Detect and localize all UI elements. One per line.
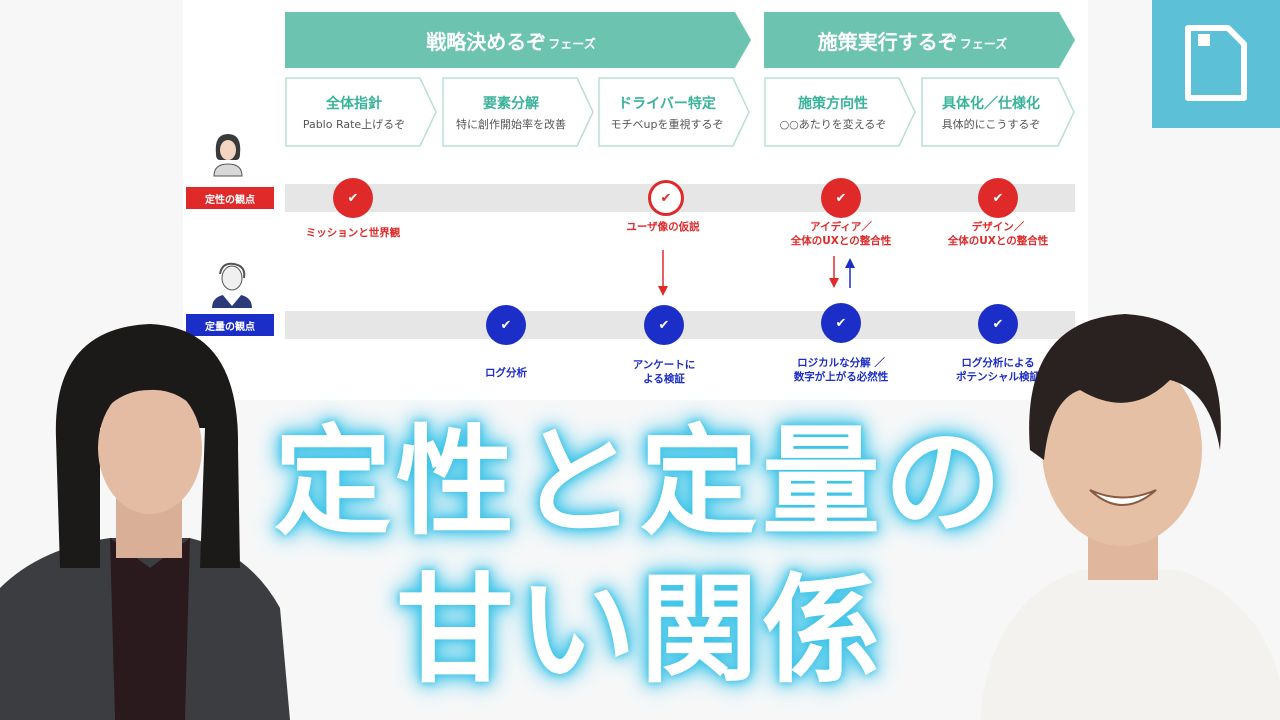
left-speaker-photo bbox=[0, 324, 290, 720]
down-arrow-icon bbox=[829, 256, 839, 288]
step-direction: 施策方向性 ○○あたりを変えるぞ bbox=[764, 77, 916, 147]
phase-execution-label: 施策実行するぞフェーズ bbox=[817, 29, 1008, 54]
annotation-log-analysis: ログ分析 bbox=[485, 367, 527, 379]
annotation-user-hypothesis: ユーザ像の仮説 bbox=[626, 221, 700, 233]
check-icon: ✔ bbox=[978, 304, 1018, 344]
step-title: 全体指針 bbox=[326, 95, 382, 112]
phase-strategy: 戦略決めるぞフェーズ bbox=[285, 12, 751, 68]
phase-strategy-label: 戦略決めるぞフェーズ bbox=[426, 29, 596, 54]
check-icon: ✔ bbox=[648, 180, 684, 216]
woman-avatar-icon bbox=[213, 134, 243, 177]
phase-chevron-shape bbox=[764, 12, 1075, 68]
check-icon: ✔ bbox=[644, 305, 684, 345]
check-icon: ✔ bbox=[821, 178, 861, 218]
phase-chevron-shape bbox=[285, 12, 751, 68]
annotation-logical: ロジカルな分解 ／ 数字が上がる必然性 bbox=[793, 357, 889, 383]
check-icon: ✔ bbox=[333, 178, 373, 218]
step-subtitle: 特に創作開始率を改善 bbox=[456, 117, 566, 131]
step-chevron-shape bbox=[598, 77, 750, 147]
annotation-idea: アイディア／ 全体のUXとの整合性 bbox=[790, 221, 892, 247]
quantitative-row-label: 定量の観点 bbox=[186, 314, 274, 336]
step-subtitle: Pablo Rate上げるぞ bbox=[302, 117, 406, 131]
check-icon: ✔ bbox=[978, 178, 1018, 218]
right-speaker-photo bbox=[980, 314, 1280, 720]
step-overall-policy: 全体指針 Pablo Rate上げるぞ bbox=[285, 77, 437, 147]
step-chevron-shape bbox=[285, 77, 437, 147]
step-title: 施策方向性 bbox=[798, 95, 868, 112]
step-subtitle: ○○あたりを変えるぞ bbox=[779, 117, 887, 131]
step-chevron-shape bbox=[442, 77, 594, 147]
step-subtitle: 具体的にこうするぞ bbox=[941, 117, 1041, 131]
step-chevron-shape bbox=[921, 77, 1075, 147]
step-driver: ドライバー特定 モチベupを重視するぞ bbox=[598, 77, 750, 147]
annotation-potential: ログ分析による ポテンシャル検証 bbox=[956, 357, 1040, 383]
step-title: 要素分解 bbox=[483, 95, 539, 112]
headline-line-2: 甘い関係 bbox=[395, 561, 884, 699]
up-arrow-icon bbox=[845, 258, 855, 288]
headline-line-1: 定性と定量の bbox=[273, 413, 1006, 551]
check-icon: ✔ bbox=[486, 305, 526, 345]
annotation-mission: ミッションと世界観 bbox=[305, 227, 401, 239]
step-decomposition: 要素分解 特に創作開始率を改善 bbox=[442, 77, 594, 147]
step-chevron-shape bbox=[764, 77, 916, 147]
step-title: 具体化／仕様化 bbox=[942, 95, 1040, 112]
annotation-survey: アンケートに よる検証 bbox=[632, 359, 696, 385]
document-icon bbox=[1185, 25, 1247, 101]
check-icon: ✔ bbox=[821, 303, 861, 343]
step-specification: 具体化／仕様化 具体的にこうするぞ bbox=[921, 77, 1075, 147]
step-title: ドライバー特定 bbox=[618, 95, 716, 112]
annotation-design: デザイン／ 全体のUXとの整合性 bbox=[947, 221, 1049, 247]
phase-execution: 施策実行するぞフェーズ bbox=[764, 12, 1075, 68]
down-arrow-icon bbox=[658, 250, 668, 296]
document-badge bbox=[1152, 0, 1280, 128]
qualitative-row-label: 定性の観点 bbox=[186, 187, 274, 209]
man-avatar-icon bbox=[212, 262, 252, 308]
step-subtitle: モチベupを重視するぞ bbox=[610, 117, 724, 131]
strategy-slide: 戦略決めるぞフェーズ 施策実行するぞフェーズ 全体指針 Pablo Rate上げ… bbox=[183, 0, 1088, 400]
